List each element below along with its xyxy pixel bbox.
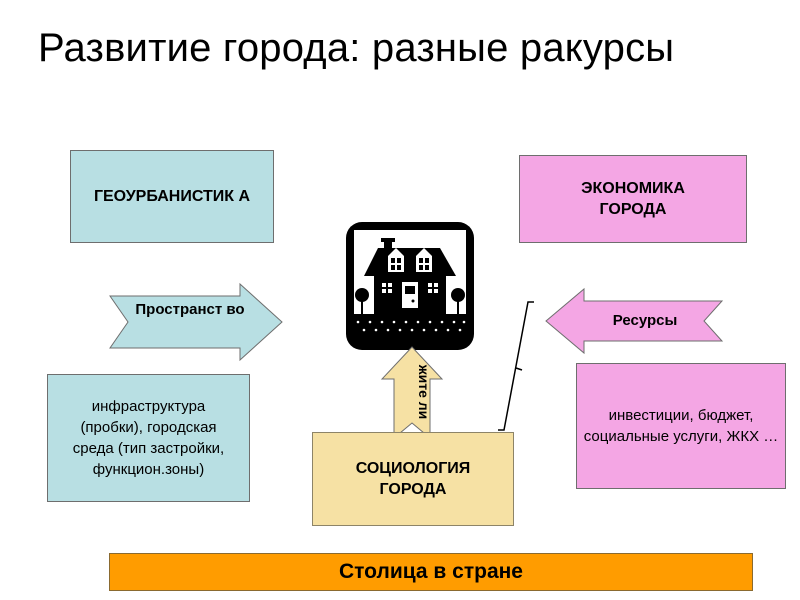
resources-arrow <box>545 287 724 355</box>
capital-label: Столица в стране <box>339 560 523 583</box>
space-arrow <box>109 282 283 362</box>
capital-bar: Столица в стране <box>109 553 753 591</box>
space-arrow-label: Пространст во <box>135 301 245 318</box>
house-icon <box>346 222 474 350</box>
economics-label: ЭКОНОМИКА ГОРОДА <box>581 180 685 218</box>
resources-arrow-label: Ресурсы <box>612 312 678 329</box>
investments-box: инвестиции, бюджет, социальные услуги, Ж… <box>576 363 786 489</box>
slide-title: Развитие города: разные ракурсы <box>38 26 675 70</box>
residents-arrow-label: жите ли <box>416 364 432 420</box>
geourbanistics-box: ГЕОУРБАНИСТИК А <box>70 150 274 243</box>
infrastructure-label: инфраструктура (пробки), городская среда… <box>72 398 225 478</box>
infrastructure-box: инфраструктура (пробки), городская среда… <box>47 374 250 502</box>
geourbanistics-label: ГЕОУРБАНИСТИК А <box>93 188 251 205</box>
investments-label: инвестиции, бюджет, социальные услуги, Ж… <box>583 407 779 445</box>
sociology-label: СОЦИОЛОГИЯ ГОРОДА <box>355 460 471 498</box>
residents-arrow <box>380 346 444 440</box>
brace-line <box>498 301 534 431</box>
sociology-box: СОЦИОЛОГИЯ ГОРОДА <box>312 432 514 526</box>
economics-box: ЭКОНОМИКА ГОРОДА <box>519 155 747 243</box>
